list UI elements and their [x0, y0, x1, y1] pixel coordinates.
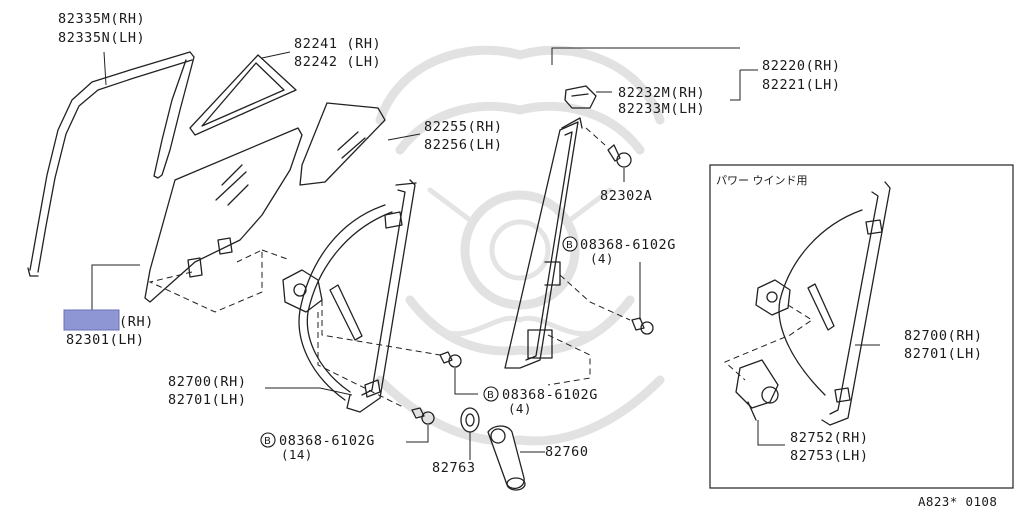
label-82700-inset: 82700(RH) 82701(LH)	[904, 328, 983, 362]
label-82760: 82760	[545, 444, 589, 460]
svg-text:82752(RH): 82752(RH)	[790, 430, 869, 446]
svg-text:82255(RH): 82255(RH)	[424, 119, 503, 135]
svg-text:08368-6102G: 08368-6102G	[502, 387, 598, 403]
bolt-mid	[439, 351, 462, 368]
label-bolt-right: B 08368-6102G (4)	[562, 236, 676, 266]
bolt-right	[631, 317, 654, 335]
svg-text:82221(LH): 82221(LH)	[762, 77, 841, 93]
label-82335: 82335M(RH) 82335N(LH)	[58, 11, 145, 46]
label-82255: 82255(RH) 82256(LH)	[424, 119, 503, 153]
part-82232-clip	[564, 85, 597, 109]
label-bolt-mid: B 08368-6102G (4)	[483, 386, 598, 416]
svg-text:82753(LH): 82753(LH)	[790, 448, 869, 464]
label-bolt-low: B 08368-6102G (14)	[260, 432, 375, 462]
svg-text:B: B	[264, 436, 271, 447]
svg-text:82256(LH): 82256(LH)	[424, 137, 503, 153]
part-82763-washer	[460, 407, 480, 433]
svg-text:82232M(RH): 82232M(RH)	[618, 85, 705, 101]
part-82760-handle	[487, 425, 526, 491]
inset-power-window	[709, 164, 1014, 489]
inset-title: パワー ウインド用	[716, 174, 808, 187]
part-82302a-screw	[607, 144, 632, 168]
svg-text:(RH): (RH)	[119, 314, 154, 330]
label-82700-main: 82700(RH) 82701(LH)	[168, 374, 247, 408]
svg-text:82701(LH): 82701(LH)	[168, 392, 247, 408]
svg-text:(4): (4)	[508, 401, 532, 416]
bolt-low	[411, 407, 435, 425]
label-82232: 82232M(RH) 82233M(LH)	[618, 85, 705, 117]
svg-text:82241 (RH): 82241 (RH)	[294, 36, 381, 52]
svg-text:82220(RH): 82220(RH)	[762, 58, 841, 74]
svg-text:82335N(LH): 82335N(LH)	[58, 30, 145, 46]
assembly-lines	[148, 127, 631, 409]
svg-text:08368-6102G: 08368-6102G	[279, 433, 375, 449]
svg-text:82335M(RH): 82335M(RH)	[58, 11, 145, 27]
label-82752: 82752(RH) 82753(LH)	[790, 430, 869, 464]
part-82241-quarter-glass	[189, 54, 297, 136]
leader-lines	[91, 47, 758, 460]
svg-text:82242 (LH): 82242 (LH)	[294, 54, 381, 70]
part-82301-door-glass	[144, 127, 303, 303]
part-82335-weatherstrip	[27, 51, 195, 277]
svg-text:(4): (4)	[590, 251, 614, 266]
svg-text:82700(RH): 82700(RH)	[904, 328, 983, 344]
svg-text:82233M(LH): 82233M(LH)	[618, 101, 705, 117]
label-82301: (RH) 82301(LH)	[66, 314, 154, 348]
label-82220: 82220(RH) 82221(LH)	[762, 58, 841, 93]
svg-text:82700(RH): 82700(RH)	[168, 374, 247, 390]
label-82763: 82763	[432, 460, 476, 476]
label-82302a: 82302A	[600, 188, 652, 204]
part-82255-fixed-glass	[299, 102, 386, 186]
part-82220-channel	[504, 117, 583, 369]
svg-text:(14): (14)	[281, 447, 313, 462]
svg-text:82701(LH): 82701(LH)	[904, 346, 983, 362]
figure-code: A823* 0108	[918, 494, 997, 509]
label-82241: 82241 (RH) 82242 (LH)	[294, 36, 381, 70]
highlight-82300	[63, 309, 120, 331]
part-82700-regulator	[282, 179, 417, 413]
svg-text:B: B	[566, 240, 573, 251]
svg-text:08368-6102G: 08368-6102G	[580, 237, 676, 253]
svg-text:82301(LH): 82301(LH)	[66, 332, 145, 348]
svg-text:B: B	[487, 390, 494, 401]
